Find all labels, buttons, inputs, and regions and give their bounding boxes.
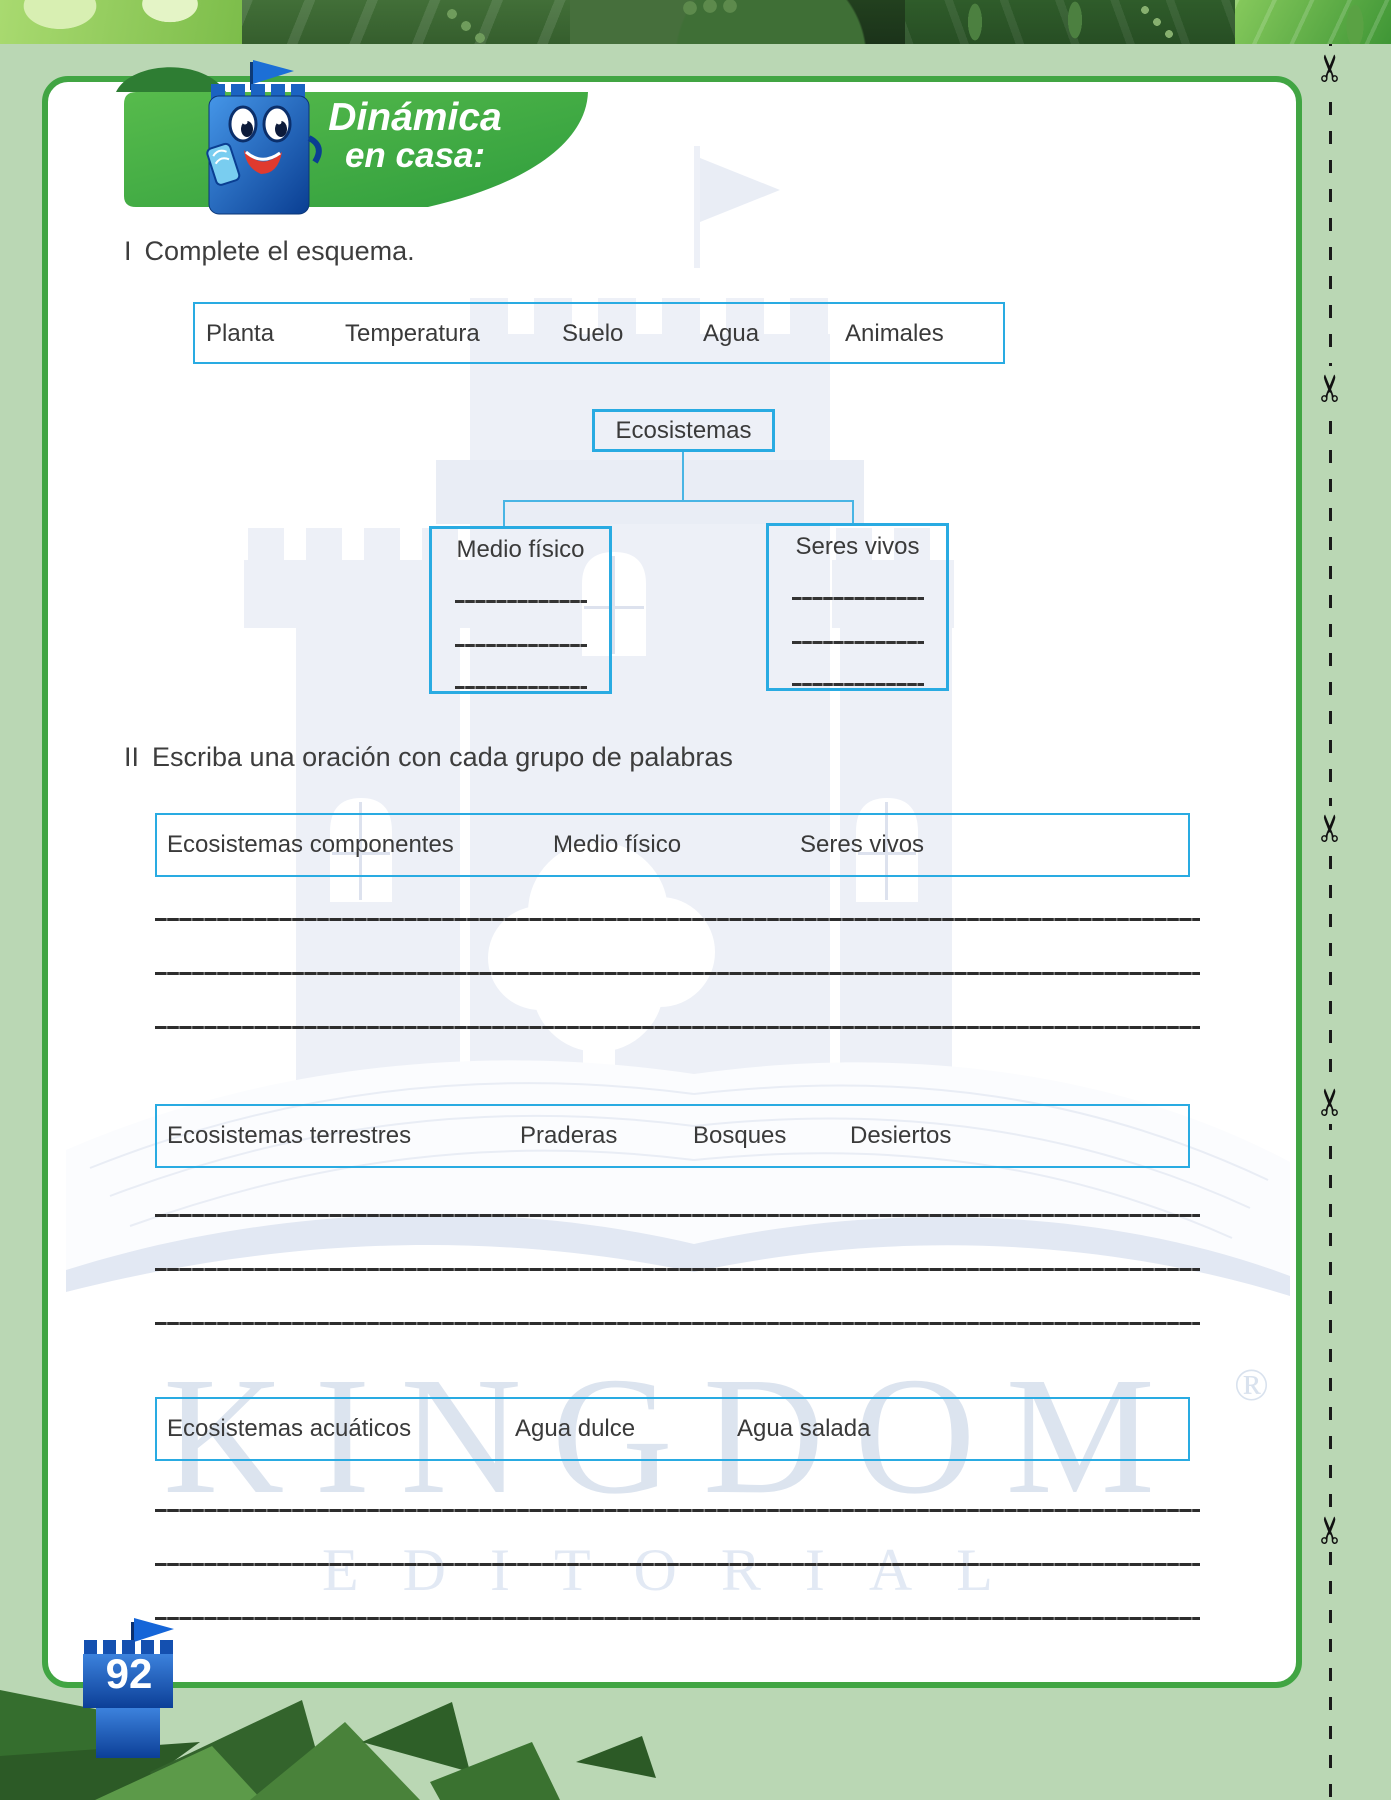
banner-segment	[905, 0, 1235, 44]
word-bank-item: Planta	[206, 320, 275, 347]
section1-heading: I Complete el esquema.	[124, 236, 415, 267]
writing-line	[155, 1322, 1200, 1325]
diagram-left-box	[429, 526, 612, 694]
banner-segment	[242, 0, 570, 44]
scissors-icon: ✂	[1309, 46, 1353, 90]
writing-line	[155, 1563, 1200, 1566]
word-group-item: Bosques	[693, 1122, 787, 1149]
word-group-item: Ecosistemas componentes	[167, 831, 454, 858]
top-decorative-banner	[0, 0, 1391, 44]
ribbon-title: Dinámica en casa:	[285, 98, 545, 173]
ribbon-title-line1: Dinámica	[328, 96, 502, 139]
word-group-item: Desiertos	[850, 1122, 952, 1149]
editorial-watermark: EDITORIAL	[322, 1537, 1037, 1603]
registered-mark: ®	[1234, 1359, 1269, 1410]
fill-in-blank	[792, 683, 924, 686]
word-group-item: Seres vivos	[800, 831, 925, 858]
ribbon-title-line2: en casa:	[344, 135, 486, 175]
fill-in-blank	[792, 597, 924, 600]
writing-line	[155, 972, 1200, 975]
diagram-right-box	[766, 523, 949, 691]
word-group-item: Ecosistemas acuáticos	[167, 1415, 412, 1442]
scissors-icon: ✂	[1309, 1508, 1353, 1552]
word-group-box	[155, 1397, 1190, 1461]
page-number: 92	[105, 1650, 153, 1697]
word-bank-item: Agua	[703, 320, 760, 347]
castle-mascot-icon	[206, 60, 322, 215]
word-group-item: Agua salada	[737, 1415, 871, 1442]
word-group-item: Ecosistemas terrestres	[167, 1122, 412, 1149]
writing-line	[155, 1509, 1200, 1512]
diagram-root-box	[592, 409, 775, 452]
ribbon-hill	[116, 67, 226, 92]
banner-segment	[0, 0, 242, 44]
writing-line	[155, 1026, 1200, 1029]
word-bank-item: Suelo	[562, 320, 624, 347]
fill-in-blank	[455, 600, 587, 603]
fill-in-blank	[455, 686, 587, 689]
diagram-right-label: Seres vivos	[795, 533, 920, 560]
diagram-connector	[503, 500, 854, 502]
diagram-connector	[852, 500, 854, 524]
word-group-box	[155, 1104, 1190, 1168]
diagram-root-label: Ecosistemas	[615, 417, 752, 444]
scissors-icon: ✂	[1309, 806, 1353, 850]
diagram-left-label: Medio físico	[456, 536, 585, 563]
section1-numeral: I	[124, 236, 132, 266]
word-bank-item: Animales	[845, 320, 944, 347]
triangle-decor	[0, 1690, 656, 1800]
word-bank-item: Temperatura	[345, 320, 480, 347]
word-group-item: Agua dulce	[515, 1415, 636, 1442]
cut-dash-line	[1329, 44, 1332, 1800]
word-group-item: Medio físico	[553, 831, 682, 858]
scissors-icon: ✂	[1309, 1080, 1353, 1124]
castle-watermark	[66, 146, 1290, 1296]
section2-heading: II Escriba una oración con cada grupo de …	[124, 742, 733, 773]
page-number-castle-icon	[83, 1618, 174, 1758]
diagram-connector	[682, 452, 684, 500]
section2-numeral: II	[124, 742, 140, 772]
word-group-item: Praderas	[520, 1122, 618, 1149]
diagram-connector	[503, 500, 505, 527]
writing-line	[155, 1214, 1200, 1217]
section1-heading-text: Complete el esquema.	[144, 236, 415, 266]
section2-heading-text: Escriba una oración con cada grupo de pa…	[152, 742, 733, 772]
fill-in-blank	[792, 641, 924, 644]
writing-line	[155, 918, 1200, 921]
writing-line	[155, 1617, 1200, 1620]
banner-segment	[1235, 0, 1391, 44]
open-book-watermark	[66, 1060, 1290, 1296]
banner-segment	[570, 0, 905, 44]
word-group-box	[155, 813, 1190, 877]
word-bank-box	[193, 302, 1005, 364]
writing-line	[155, 1268, 1200, 1271]
tree-watermark	[488, 842, 715, 1080]
kingdom-watermark: KINGDOM	[163, 1343, 1185, 1529]
fill-in-blank	[455, 644, 587, 647]
scissors-icon: ✂	[1309, 366, 1353, 410]
